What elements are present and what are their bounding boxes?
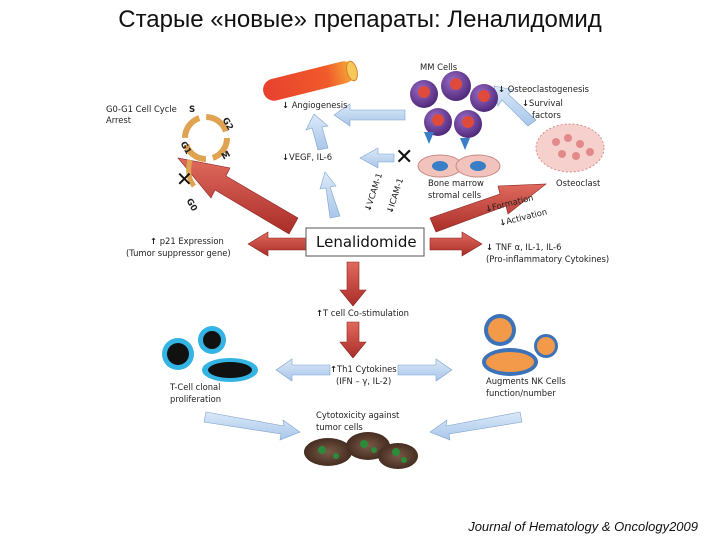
label-nk-2: function/number [486, 388, 556, 398]
label-bone-marrow-1: Bone marrow [428, 178, 484, 188]
label-th1-1: ↑Th1 Cytokines [330, 364, 397, 374]
tumor-cells [304, 432, 418, 469]
label-osteoclastogenesis: ↓ Osteoclastogenesis [498, 84, 589, 94]
arrow-to-cell-cycle [177, 157, 299, 235]
bone-marrow-stromal-cells: ✕ [395, 145, 501, 178]
label-p21-1: ↑ p21 Expression [150, 236, 224, 246]
t-cells-cluster [162, 326, 258, 382]
phase-s: S [189, 105, 195, 115]
label-tnf-1: ↓ TNF α, IL-1, IL-6 [486, 242, 561, 252]
label-vcam: ↓VCAM-1 [362, 172, 384, 213]
label-survival: ↓Survival [522, 98, 563, 108]
label-factors: factors [532, 110, 561, 120]
arrow-to-tcell-costim [339, 261, 367, 307]
label-cytotox-2: tumor cells [316, 422, 363, 432]
arrow-center-to-vegf [319, 171, 341, 219]
arrow-th1-to-nk [397, 358, 453, 382]
label-tcell-clonal-1: T-Cell clonal [169, 382, 221, 392]
arrow-to-tnf [429, 231, 483, 257]
label-angiogenesis: ↓ Angiogenesis [282, 100, 348, 110]
arrow-th1-to-tcell [275, 358, 331, 382]
arrow-to-osteoclast [429, 183, 547, 233]
slide-title: Старые «новые» препараты: Леналидомид [118, 6, 602, 33]
label-cell-cycle-1: G0-G1 Cell Cycle [106, 104, 177, 114]
arrow-to-p21 [247, 231, 307, 257]
angiogenesis-vessel-icon [263, 60, 358, 101]
arrow-osteoclast-to-mm [493, 85, 537, 127]
label-vegf: ↓VEGF, IL-6 [282, 152, 332, 162]
label-tcell-costim: ↑T cell Co-stimulation [316, 308, 409, 318]
label-cytotox-1: Cytotoxicity against [316, 410, 400, 420]
osteoclast-cell [535, 123, 605, 173]
label-icam: ↓ICAM-1 [384, 177, 405, 215]
arrow-mm-to-angiogenesis [333, 103, 406, 127]
nk-cells-cluster [482, 314, 558, 376]
phase-g2: G2 [220, 116, 235, 132]
label-nk-1: Augments NK Cells [486, 376, 566, 386]
label-p21-2: (Tumor suppressor gene) [126, 248, 231, 258]
center-label: Lenalidomide [316, 233, 417, 251]
arrow-stromal-to-vegf [359, 147, 395, 169]
arrow-tcell-to-cytotox [203, 411, 301, 441]
arrow-to-th1 [339, 321, 367, 359]
lenalidomide-box: Lenalidomide [305, 227, 425, 257]
label-osteoclast: Osteoclast [556, 178, 601, 188]
phase-g0: G0 [184, 197, 199, 213]
mm-cells-cluster [410, 71, 498, 150]
adhesion-block-cross-icon: ✕ [395, 145, 413, 170]
citation: Journal of Hematology & Oncology2009 [468, 519, 698, 534]
label-tcell-clonal-2: proliferation [170, 394, 221, 404]
arrow-nk-to-cytotox [429, 411, 523, 441]
label-tnf-2: (Pro-inflammatory Cytokines) [486, 254, 609, 264]
block-cross-icon: ✕ [176, 167, 193, 191]
label-bone-marrow-2: stromal cells [428, 190, 481, 200]
label-mm-cells: MM Cells [420, 62, 457, 72]
label-cell-cycle-2: Arrest [106, 115, 132, 125]
arrow-angiogenesis-vegf [305, 113, 329, 151]
label-activation: ↓Activation [498, 206, 548, 228]
label-th1-2: (IFN – γ, IL-2) [336, 376, 391, 386]
